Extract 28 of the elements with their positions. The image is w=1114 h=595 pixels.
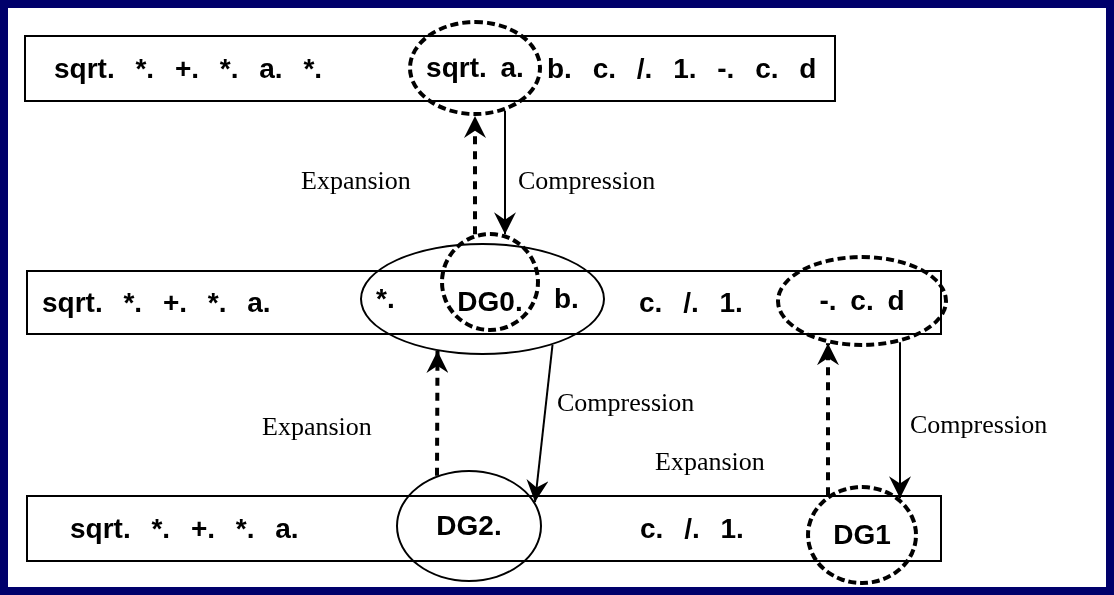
dashed-group-ellipse [806, 485, 918, 585]
sequence-text: sqrt. *. +. *. a. [70, 512, 299, 545]
sequence-text: c. /. 1. [639, 286, 743, 319]
dashed-arrow [426, 351, 449, 476]
sequence-text: sqrt. *. +. *. a. *. [54, 52, 323, 85]
sequence-box [24, 35, 836, 102]
sequence-text: DG0. [456, 286, 524, 318]
dashed-group-ellipse [440, 232, 540, 332]
group-ellipse [360, 243, 605, 355]
sequence-text: b. c. /. 1. -. c. d [547, 52, 817, 85]
sequence-text: c. /. 1. [640, 512, 744, 545]
sequence-text: sqrt. *. +. *. a. [42, 286, 271, 319]
sequence-text: DG1 [832, 519, 892, 551]
arrow [526, 343, 554, 504]
arrow [494, 109, 516, 236]
arrow [889, 341, 911, 500]
sequence-text: DG2. [435, 510, 503, 542]
sequence-text: b. [554, 283, 579, 315]
sequence-box [26, 495, 942, 562]
group-ellipse [396, 470, 542, 582]
dashed-group-ellipse [408, 20, 542, 116]
sequence-text: sqrt. a. [425, 52, 525, 84]
sequence-box [26, 270, 942, 335]
dashed-arrow [464, 116, 486, 235]
dashed-group-ellipse [776, 255, 948, 347]
sequence-text: -. c. d [818, 285, 906, 317]
sequence-text: *. [376, 283, 395, 315]
dashed-arrow [817, 343, 839, 496]
